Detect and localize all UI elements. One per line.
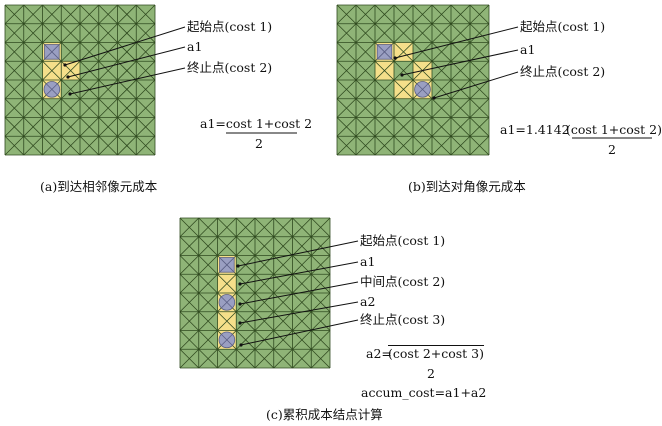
point-cell-marker: [43, 81, 61, 98]
leader-dot: [432, 96, 436, 100]
panel-b-caption: (b)到达对角像元成本: [408, 179, 526, 194]
leader-line: [239, 281, 359, 305]
panel-c-accum: accum_cost=a1+a2: [361, 385, 487, 400]
leader-line: [394, 26, 519, 59]
panel-c-label-mid: 中间点(cost 2): [360, 274, 446, 289]
point-cell-marker: [218, 331, 236, 349]
panel-b-label-end: 终止点(cost 2): [520, 64, 606, 79]
panel-c-diagram: [179, 217, 359, 369]
panel-a-caption: (a)到达相邻像元成本: [40, 179, 158, 194]
leader-line: [433, 71, 519, 99]
leader-line: [64, 26, 186, 66]
panel-c-formula-prefix: a2=: [366, 346, 392, 361]
panel-a-formula-den: 2: [255, 136, 263, 151]
leader-dot: [239, 343, 243, 347]
leader-dot: [238, 302, 242, 306]
leader-dot: [63, 63, 67, 67]
panel-c-label-start: 起始点(cost 1): [360, 233, 446, 248]
panel-c-caption: (c)累积成本结点计算: [266, 407, 383, 422]
panel-b-formula-prefix: a1=1.4142: [500, 122, 570, 137]
leader-dot: [393, 56, 397, 60]
leader-dot: [238, 282, 242, 286]
panel-b-leaders: [393, 26, 519, 100]
panel-c-label-end: 终止点(cost 3): [360, 312, 446, 327]
panel-a-label-start: 起始点(cost 1): [187, 19, 273, 34]
panel-b-formula-num: (cost 1+cost 2): [566, 122, 662, 137]
leader-line: [239, 261, 359, 285]
panel-a-label-end: 终止点(cost 2): [187, 60, 273, 75]
panel-a-label-a1: a1: [187, 39, 203, 54]
panel-b-label-start: 起始点(cost 1): [520, 19, 606, 34]
leader-dot: [400, 73, 404, 77]
panel-a-grid-lines: [4, 4, 156, 156]
leader-dot: [68, 92, 72, 96]
panel-a-formula-lhs: a1=cost 1+cost 2: [200, 116, 313, 131]
panel-b-grid: [336, 4, 490, 156]
panel-b-diagram: [336, 4, 519, 156]
leader-line: [67, 46, 186, 78]
panel-c-label-a2: a2: [360, 294, 376, 309]
panel-b-label-a1: a1: [520, 42, 536, 57]
point-cell-marker: [218, 294, 236, 311]
leader-line: [239, 301, 359, 324]
panel-b-grid-lines: [336, 4, 490, 156]
leader-dot: [238, 321, 242, 325]
panel-c-leaders: [236, 240, 359, 347]
panel-c-label-a1: a1: [360, 254, 376, 269]
start-cell-marker: [44, 44, 60, 60]
leader-line: [240, 319, 359, 346]
panel-b-formula-den: 2: [608, 142, 616, 157]
leader-line: [237, 240, 359, 267]
panel-c-grid-lines: [179, 217, 331, 369]
panel-c-formula-den: 2: [427, 366, 435, 381]
panel-a-leaders: [63, 26, 186, 96]
panel-c-grid: [179, 217, 331, 369]
leader-dot: [66, 75, 70, 79]
panel-c-formula-num: (cost 2+cost 3): [388, 346, 485, 361]
point-cell-marker: [414, 81, 431, 98]
leader-line: [69, 67, 186, 95]
start-cell-marker: [376, 44, 393, 60]
leader-dot: [236, 264, 240, 268]
start-cell-marker: [219, 257, 235, 273]
leader-line: [401, 49, 519, 76]
panel-a-diagram: [4, 4, 186, 156]
